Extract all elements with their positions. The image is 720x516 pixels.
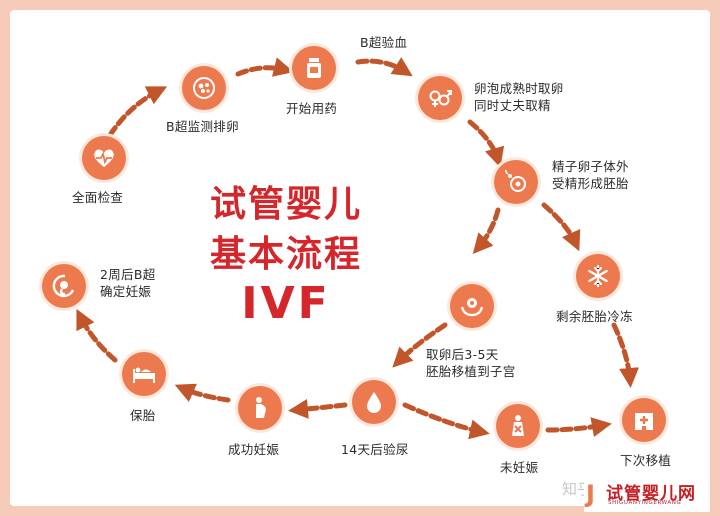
urinetest-label: 14天后验尿 <box>341 442 409 457</box>
arrow-success-to-protect <box>174 383 231 403</box>
transfer-node <box>450 284 494 328</box>
ovary-cells-icon <box>193 77 215 99</box>
confirm-label: 2周后B超 确定妊娠 <box>100 267 156 299</box>
medicine-bottle-icon <box>307 58 321 78</box>
brand-logo: J 试管婴儿网 SHIGUANYINGERWANG <box>584 478 710 512</box>
title-line-2: 基本流程 <box>209 234 362 275</box>
urinetest-node <box>352 380 396 424</box>
title-line-1: 试管婴儿 <box>209 184 362 225</box>
notpregnant-label: 未妊娠 <box>500 460 539 475</box>
bed-rest-icon <box>133 367 155 383</box>
transfer-label: 取卵后3-5天 胚胎移植到子宫 <box>426 347 516 379</box>
arrow-fertilization-to-freeze <box>541 202 581 252</box>
arrow-ultrasound-to-medication <box>235 57 294 77</box>
snowflake-icon <box>588 264 608 288</box>
fertilization-node <box>494 160 538 204</box>
success-label: 成功妊娠 <box>228 442 280 457</box>
fetus-icon <box>52 274 75 298</box>
retrieval-label: 卵泡成熟时取卵 同时丈夫取精 <box>474 81 564 113</box>
arrow-protect-to-confirm <box>76 308 118 363</box>
pregnant-woman-icon <box>256 397 266 418</box>
ultrasound-label: B超监测排卵 <box>166 119 239 134</box>
freeze-label: 剩余胚胎冷冻 <box>556 309 633 324</box>
medication-node <box>292 46 336 90</box>
retrieval-node <box>418 76 462 120</box>
brand-subtitle: SHIGUANYINGERWANG <box>608 500 682 506</box>
arrow-checkup-to-ultrasound <box>107 86 168 138</box>
arrow-fertilization-to-transfer <box>472 207 501 255</box>
confirm-node <box>42 264 86 308</box>
medication-label: 开始用药 <box>286 101 338 116</box>
brand-mark-icon: J <box>586 480 595 508</box>
nexttransfer-node <box>622 398 666 442</box>
hospital-icon <box>635 413 653 430</box>
arrow-medication-to-bloodtest <box>355 57 413 77</box>
protect-node <box>122 352 166 396</box>
nexttransfer-label: 下次移植 <box>620 453 672 468</box>
brand-name: 试管婴儿网 <box>606 484 696 504</box>
heart-monitor-icon <box>94 149 114 167</box>
success-node <box>238 386 282 430</box>
arrow-urinetest-to-notpregnant <box>402 402 490 440</box>
ultrasound-node <box>182 66 226 110</box>
arrow-transfer-to-urinetest <box>392 322 448 368</box>
pregnant-cross-icon <box>512 415 524 436</box>
arrow-retrieval-to-fertilization <box>467 119 505 168</box>
sperm-egg-icon <box>505 169 526 192</box>
freeze-node <box>576 254 620 298</box>
protect-label: 保胎 <box>130 408 156 423</box>
title-line-3: IVF <box>241 278 331 329</box>
checkup-node <box>82 136 126 180</box>
drop-icon <box>367 392 381 413</box>
bloodtest-label: B超验血 <box>360 35 408 50</box>
hands-embryo-icon <box>460 298 484 317</box>
arrow-urinetest-to-success <box>288 398 348 419</box>
fertilization-label: 精子卵子体外 受精形成胚胎 <box>552 159 629 191</box>
checkup-label: 全面检查 <box>72 190 124 205</box>
arrow-freeze-to-nexttransfer <box>611 322 640 388</box>
notpregnant-node <box>496 404 540 448</box>
male-female-icon <box>429 90 452 107</box>
arrow-notpregnant-to-nexttransfer <box>545 417 612 437</box>
